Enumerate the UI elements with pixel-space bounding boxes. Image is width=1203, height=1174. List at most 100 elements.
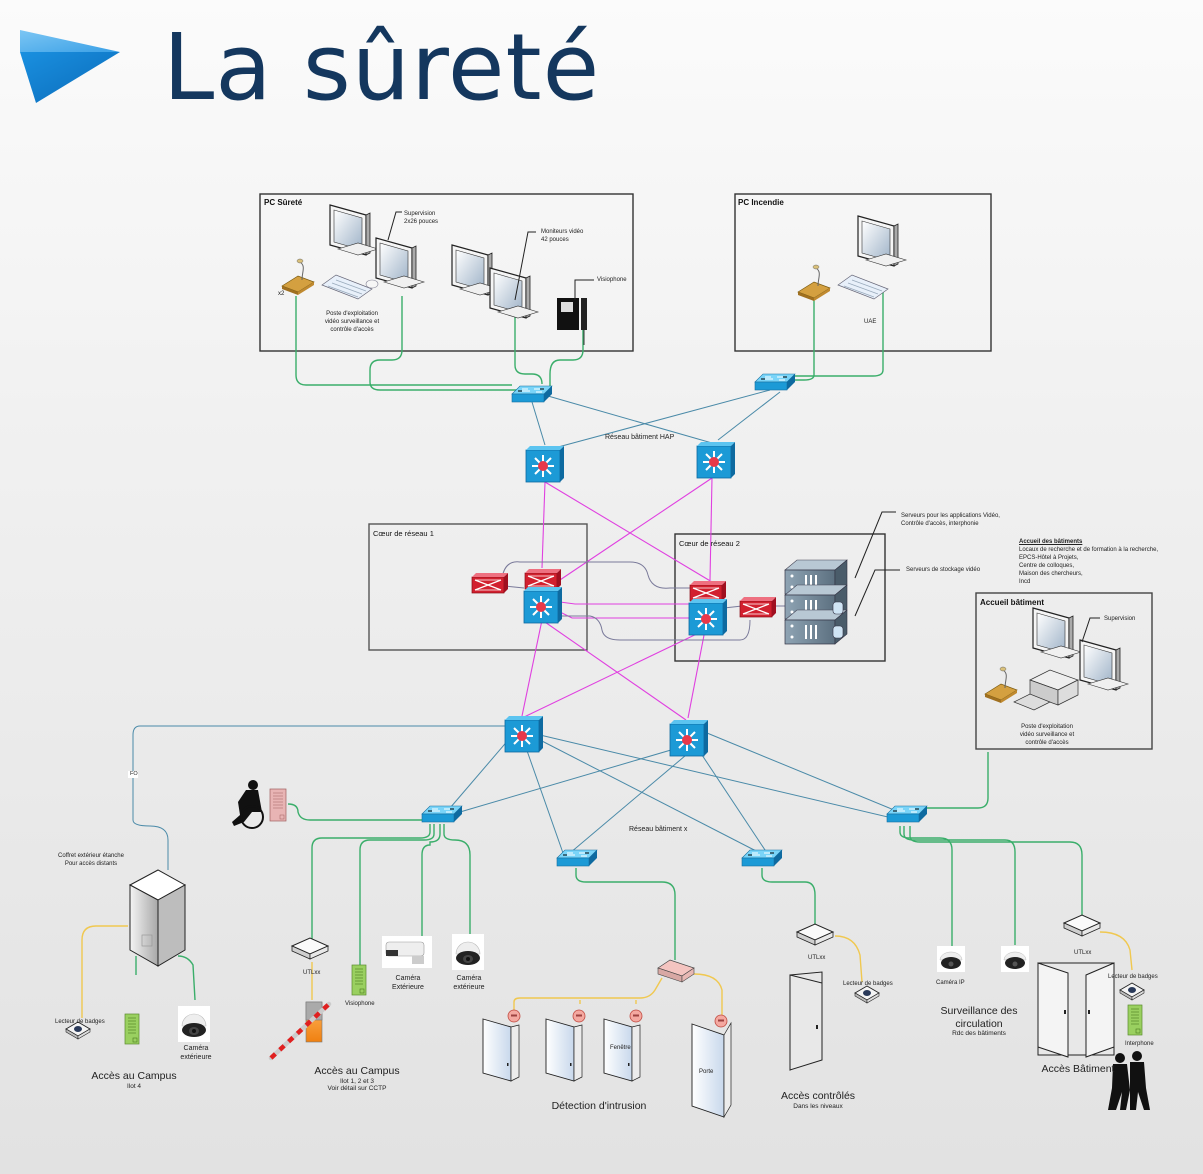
zone-title-coeur-2: Cœur de réseau 2 bbox=[679, 539, 740, 548]
core-switch-icon bbox=[688, 598, 728, 636]
group-subtitle: Ilot 1, 2 et 3 bbox=[340, 1077, 374, 1085]
label-supervision: Supervision 2x26 pouces bbox=[404, 210, 438, 226]
lan-cables-bottom bbox=[135, 752, 1083, 1001]
label-line: 42 pouces bbox=[541, 237, 569, 244]
door-icon bbox=[691, 1021, 732, 1119]
bullet-camera-icon bbox=[382, 936, 432, 968]
label-utl: UTLxx bbox=[1074, 950, 1092, 956]
dome-camera-icon bbox=[451, 933, 485, 971]
backbone-links bbox=[521, 477, 713, 721]
zone-pc-surete bbox=[259, 193, 634, 352]
group-title: Accès au Campus bbox=[91, 1070, 177, 1082]
label-serveurs-applications: Serveurs pour les applications Vidéo, Co… bbox=[901, 512, 1000, 528]
label-camera-ip: Caméra IP bbox=[936, 980, 965, 986]
label-coffret: Coffret extérieur étanche Pour accès dis… bbox=[58, 852, 124, 868]
distribution-switch-icon bbox=[696, 441, 736, 479]
group-title: Surveillance des bbox=[940, 1005, 1018, 1017]
note-heading: Accueil des bâtiments bbox=[1019, 539, 1083, 545]
label-line: contrôle d'accès bbox=[1025, 740, 1069, 747]
mouse-icon bbox=[365, 279, 379, 289]
lan-cables-top bbox=[295, 288, 884, 391]
label-supervision: Supervision bbox=[1104, 616, 1136, 622]
field-cables bbox=[81, 925, 1133, 1018]
barrier-icon bbox=[268, 1001, 332, 1061]
label-camera-exterieure: Caméra extérieure bbox=[180, 1044, 211, 1063]
interphone-icon bbox=[1127, 1004, 1143, 1036]
utl-controller-icon bbox=[1063, 914, 1101, 937]
zone-pc-incendie bbox=[734, 193, 992, 352]
core-switch-icon bbox=[523, 586, 563, 624]
distribution-switch-icon bbox=[504, 715, 544, 753]
visiophone-icon bbox=[351, 964, 367, 996]
label-line: Poste d'exploitation bbox=[1021, 724, 1073, 730]
access-switch-icon bbox=[754, 373, 796, 391]
label-line: 2x26 pouces bbox=[404, 219, 439, 226]
distribution-switch-icon bbox=[525, 445, 565, 483]
label-camera-exterieure-2: Caméra extérieure bbox=[453, 974, 484, 993]
zone-title-pc-incendie: PC Incendie bbox=[738, 198, 784, 207]
group-title-acces-campus-ilot4: Accès au Campus Ilot 4 bbox=[91, 1070, 176, 1090]
label-line: vidéo surveillance et bbox=[324, 319, 380, 326]
group-title: Accès au Campus bbox=[314, 1065, 400, 1077]
label-poste-exploitation: Poste d'exploitation vidéo surveillance … bbox=[325, 310, 379, 334]
utl-controller-icon bbox=[796, 923, 834, 946]
group-title: Accès contrôlés bbox=[780, 1090, 856, 1102]
dome-camera-icon bbox=[177, 1005, 211, 1043]
note-line: EPCS-Hôtel à Projets, bbox=[1019, 555, 1079, 562]
label-line: Pour accès distants bbox=[64, 861, 118, 868]
firewall-icon bbox=[689, 580, 727, 602]
label-line: Contrôle d'accès, interphonie bbox=[901, 521, 979, 528]
label-line: contrôle d'accès bbox=[330, 327, 374, 334]
video-monitor-icon bbox=[489, 267, 539, 319]
label-visiophone: Visiophone bbox=[345, 1001, 375, 1007]
label-uae: UAE bbox=[864, 319, 877, 325]
label-x2: x2 bbox=[278, 291, 285, 297]
label-visiophone: Visiophone bbox=[597, 277, 627, 283]
zone-coeur-reseau-1 bbox=[368, 523, 588, 651]
label-fo: FO bbox=[130, 771, 138, 777]
badge-reader-icon bbox=[1119, 982, 1145, 1001]
window-icon bbox=[482, 1018, 520, 1082]
title-arrow-icon bbox=[20, 30, 120, 103]
label-line: Serveurs pour les applications Vidéo, bbox=[901, 513, 1000, 519]
window-icon bbox=[545, 1018, 583, 1082]
group-subtitle: Dans les niveaux bbox=[793, 1102, 843, 1110]
supervision-monitor-icon bbox=[329, 204, 379, 256]
label-poste-exploitation: Poste d'exploitation vidéo surveillance … bbox=[1020, 723, 1074, 747]
label-reseau-batiment-x: Réseau bâtiment x bbox=[629, 826, 688, 833]
badge-reader-icon bbox=[854, 985, 880, 1004]
ip-camera-icon bbox=[936, 945, 966, 973]
label-line: Caméra bbox=[456, 975, 482, 982]
group-title-surveillance: Surveillance des circulation Rdc des bât… bbox=[940, 1005, 1017, 1038]
keyboard-icon bbox=[321, 274, 373, 300]
keyboard-icon bbox=[837, 274, 889, 300]
access-switch-icon bbox=[886, 805, 928, 823]
group-subtitle: Voir détail sur CCTP bbox=[327, 1085, 387, 1093]
label-line: extérieure bbox=[180, 1054, 212, 1062]
firewall-icon bbox=[524, 568, 562, 590]
visiophone-icon bbox=[557, 298, 587, 345]
access-switch-icon bbox=[421, 805, 463, 823]
zone-coeur-reseau-2 bbox=[674, 533, 886, 662]
label-serveurs-stockage: Serveurs de stockage vidéo bbox=[906, 567, 981, 573]
label-moniteurs-video: Moniteurs vidéo 42 pouces bbox=[541, 228, 583, 244]
label-line: Poste d'exploitation bbox=[326, 311, 378, 317]
utl-controller-icon bbox=[291, 937, 329, 960]
zone-title-pc-surete: PC Sûreté bbox=[264, 198, 303, 207]
fo-marker bbox=[128, 771, 138, 778]
intrusion-sensor-icon bbox=[507, 1009, 521, 1023]
label-line: vidéo surveillance et bbox=[1019, 732, 1075, 739]
label-line: Caméra bbox=[183, 1045, 209, 1052]
label-lecteur-badges: Lecteur de badges bbox=[1108, 974, 1158, 980]
monitor-icon bbox=[857, 215, 907, 267]
title-bar: La sûreté bbox=[0, 0, 1203, 150]
storage-icon bbox=[832, 601, 844, 639]
microphone-desk-icon bbox=[984, 666, 1018, 704]
double-door-icon bbox=[1037, 962, 1115, 1058]
label-lecteur-badges: Lecteur de badges bbox=[55, 1019, 105, 1025]
label-utl: UTLxx bbox=[303, 970, 321, 976]
uplinks-hap bbox=[531, 389, 781, 451]
label-fenetre: Fenêtre bbox=[610, 1045, 631, 1051]
terminal-icon bbox=[269, 788, 287, 822]
